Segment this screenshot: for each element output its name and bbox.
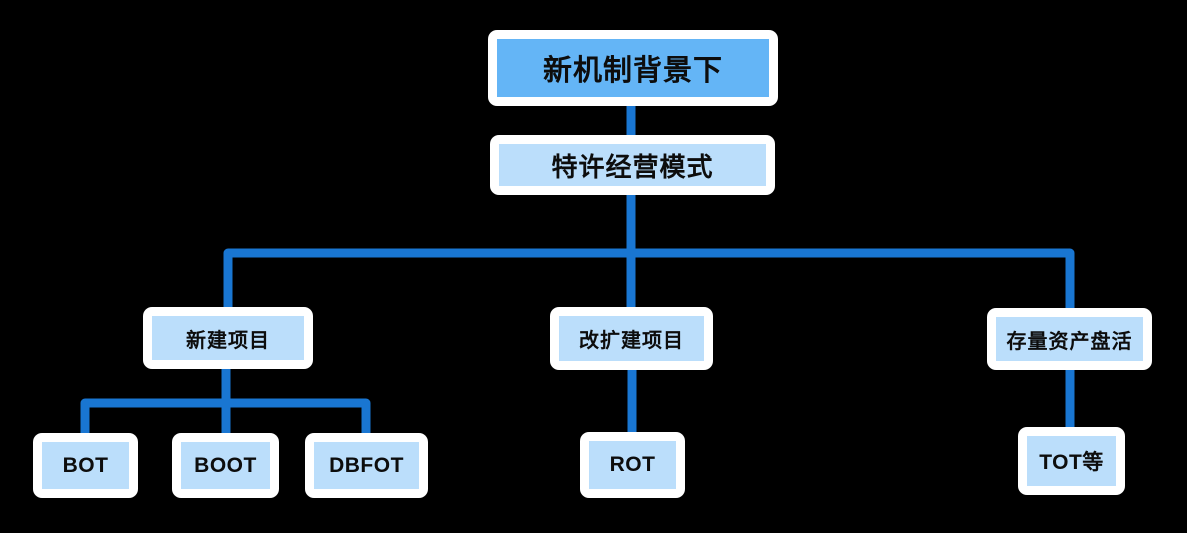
node-branch-new-projects: 新建项目 bbox=[143, 307, 313, 369]
node-level2: 特许经营模式 bbox=[490, 135, 775, 195]
node-branch-stock-assets: 存量资产盘活 bbox=[987, 308, 1152, 370]
node-leaf-boot-label: BOOT bbox=[181, 442, 270, 489]
node-branch-expansion-projects: 改扩建项目 bbox=[550, 307, 713, 370]
node-leaf-rot-label: ROT bbox=[589, 441, 676, 489]
node-level2-label: 特许经营模式 bbox=[499, 144, 766, 186]
node-leaf-bot: BOT bbox=[33, 433, 138, 498]
node-root: 新机制背景下 bbox=[488, 30, 778, 106]
node-branch-stock-assets-label: 存量资产盘活 bbox=[996, 317, 1143, 361]
node-root-label: 新机制背景下 bbox=[497, 39, 769, 97]
connector-main-rail bbox=[223, 248, 1075, 312]
node-leaf-dbfot: DBFOT bbox=[305, 433, 428, 498]
node-leaf-bot-label: BOT bbox=[42, 442, 129, 489]
node-leaf-tot: TOT等 bbox=[1018, 427, 1125, 495]
node-branch-expansion-projects-label: 改扩建项目 bbox=[559, 316, 704, 361]
node-leaf-rot: ROT bbox=[580, 432, 685, 498]
connector-subrail-left bbox=[80, 398, 371, 440]
node-branch-new-projects-label: 新建项目 bbox=[152, 316, 304, 360]
node-leaf-dbfot-label: DBFOT bbox=[314, 442, 419, 489]
node-leaf-tot-label: TOT等 bbox=[1027, 436, 1116, 486]
node-leaf-boot: BOOT bbox=[172, 433, 279, 498]
